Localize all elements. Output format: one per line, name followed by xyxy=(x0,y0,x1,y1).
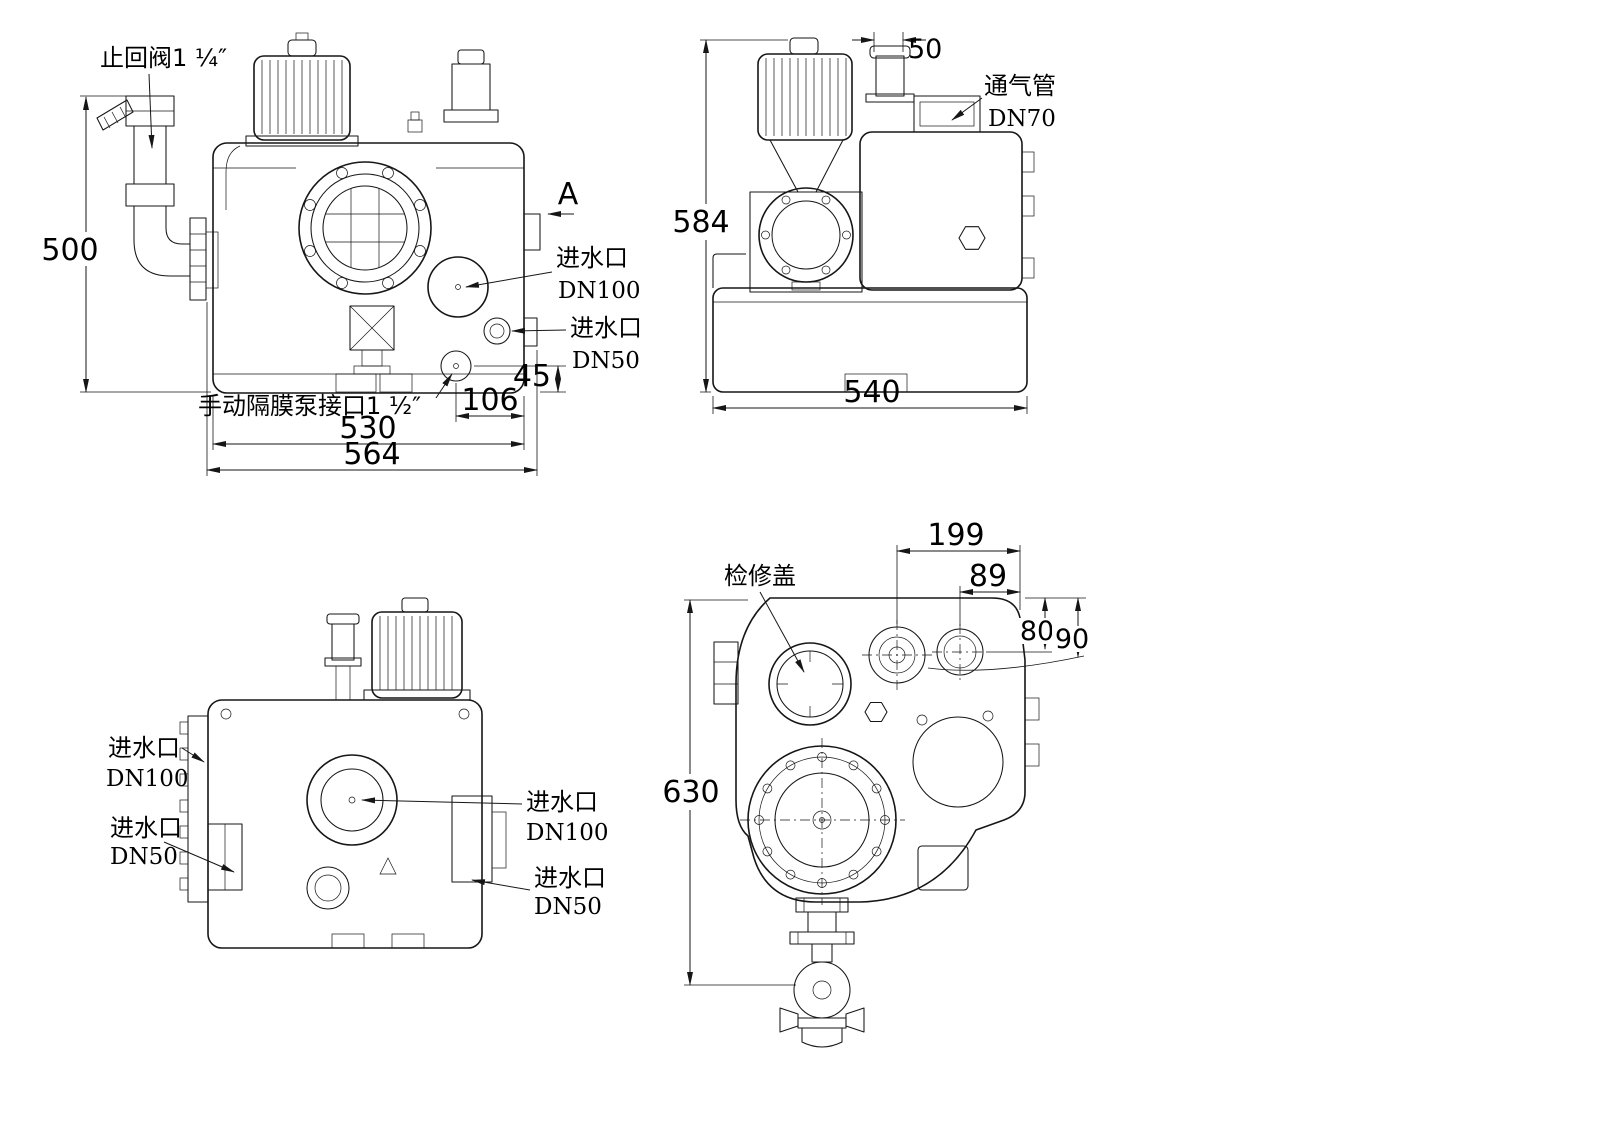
inlet-dn100-size-front: DN100 xyxy=(558,278,640,304)
pump-assembly-side xyxy=(749,187,863,293)
vent-stub-side xyxy=(865,45,915,103)
inlet-left-dn100-size: DN100 xyxy=(106,766,188,792)
motor-side xyxy=(757,37,853,193)
dim-80-text: 80 xyxy=(1020,616,1054,647)
dimension-45: 45 xyxy=(474,359,566,394)
tank-body-side xyxy=(712,253,1028,393)
inlet-dn50-size-front: DN50 xyxy=(572,348,640,374)
dimension-500: 500 xyxy=(41,95,211,393)
inlet-dn100-port-rear xyxy=(306,754,398,846)
inlet-dn50-port-front xyxy=(483,317,511,345)
hex-plug-top xyxy=(864,701,888,723)
vent-fitting-front xyxy=(407,49,499,133)
dim-564-text: 564 xyxy=(343,437,400,472)
dim-630-text: 630 xyxy=(662,775,719,810)
check-valve xyxy=(96,95,219,301)
port-b-top xyxy=(862,620,932,690)
dim-500-text: 500 xyxy=(41,233,98,268)
dimension-199: 199 xyxy=(896,518,1021,624)
inlet-flange-left-rear xyxy=(179,715,209,903)
dimension-50: 50 xyxy=(852,32,942,65)
pump-flange-front xyxy=(298,161,432,295)
drain-symbol xyxy=(379,857,397,875)
check-valve-label: 止回阀1 ¼″ xyxy=(100,44,227,72)
inspection-cover-label: 检修盖 xyxy=(724,562,796,590)
motor-rear xyxy=(363,597,471,701)
section-marker-a: A xyxy=(547,177,579,217)
dimension-564: 564 xyxy=(206,302,538,476)
dim-584-text: 584 xyxy=(672,205,729,240)
inlet-right-dn50-size: DN50 xyxy=(534,894,602,920)
dimension-106: 106 xyxy=(455,383,525,450)
manual-pump-label: 手动隔膜泵接口1 ½″ xyxy=(198,392,421,420)
inlet-left-dn50-label: 进水口 xyxy=(110,814,182,842)
inlet-dn100-port-front xyxy=(427,256,489,318)
inlet-dn100-label-front: 进水口 xyxy=(556,244,628,272)
rear-view: 进水口 DN100 进水口 DN50 进水口 DN100 进水口 DN50 xyxy=(106,597,608,949)
inlet-left-dn100-label: 进水口 xyxy=(108,734,180,762)
section-a-label: A xyxy=(558,177,579,212)
inlet-dn50-left-block xyxy=(207,823,243,891)
dimension-89: 89 xyxy=(959,559,1021,626)
dim-45-text: 45 xyxy=(513,359,551,394)
vent-pipe-size: DN70 xyxy=(988,106,1056,132)
inspection-cover xyxy=(768,642,852,726)
dim-199-text: 199 xyxy=(927,518,984,553)
upper-body-side xyxy=(859,95,1035,291)
top-view: 检修盖 199 89 80 90 630 xyxy=(662,518,1092,1048)
dimension-584: 584 xyxy=(672,39,788,393)
side-view: 50 584 540 通气管 DN70 xyxy=(672,32,1056,414)
dim-50-text: 50 xyxy=(908,34,942,65)
opening-right-top xyxy=(912,716,1004,808)
dimension-80-90: 80 90 xyxy=(927,597,1092,671)
dim-106-text: 106 xyxy=(461,383,518,418)
side-tab-right-1 xyxy=(1024,697,1040,721)
outlet-pipe-top xyxy=(779,897,865,1048)
mounting-bracket-front xyxy=(349,305,395,375)
inlet-right-dn100-label: 进水口 xyxy=(526,788,598,816)
tank-body-rear xyxy=(207,699,483,949)
pump-flange-top xyxy=(740,738,905,905)
inlet-right-dn50-label: 进水口 xyxy=(534,864,606,892)
manual-pump-port-front xyxy=(440,350,472,382)
front-view: A 500 45 106 530 5 xyxy=(41,32,642,476)
dimension-540: 540 xyxy=(712,375,1028,414)
port-c-top xyxy=(932,624,988,680)
small-port-rear xyxy=(306,866,350,910)
vent-stub-rear xyxy=(324,613,362,701)
dimension-630: 630 xyxy=(662,599,796,986)
box-port-top xyxy=(917,845,969,891)
side-tab-left xyxy=(713,641,739,705)
inlet-right-dn100-size: DN100 xyxy=(526,820,608,846)
inlet-left-dn50-size: DN50 xyxy=(110,844,178,870)
inlet-dn50-label-front: 进水口 xyxy=(570,314,642,342)
dim-530-text: 530 xyxy=(339,411,396,446)
motor-front xyxy=(225,32,359,210)
dimension-530: 530 xyxy=(212,396,525,450)
dim-90-text: 90 xyxy=(1055,624,1089,655)
vent-port-side xyxy=(913,95,981,133)
dim-89-text: 89 xyxy=(969,559,1007,594)
vent-pipe-label: 通气管 xyxy=(984,72,1056,100)
dim-540-text: 540 xyxy=(843,375,900,410)
inlet-dn50-right-block xyxy=(451,795,507,883)
side-tab-right-2 xyxy=(1024,743,1040,767)
